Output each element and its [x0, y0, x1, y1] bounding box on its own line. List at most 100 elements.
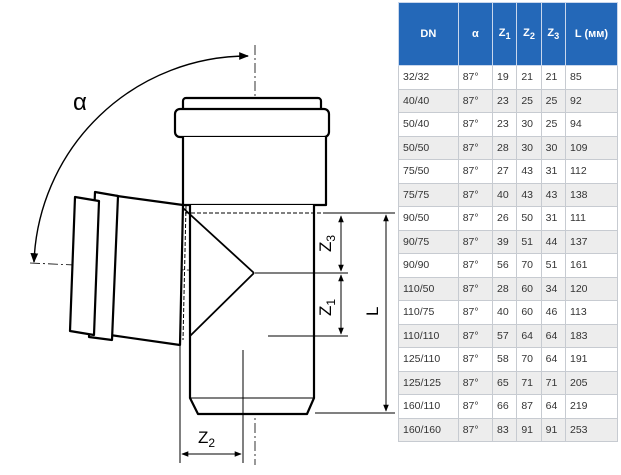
dim-l-label: L	[363, 307, 382, 316]
cell-dn: 40/40	[398, 88, 459, 113]
cell-z3: 25	[540, 112, 566, 137]
svg-text:Z3: Z3	[316, 235, 338, 252]
cell-z1: 23	[491, 88, 518, 113]
header-length: L (мм)	[564, 2, 619, 66]
cell-dn: 90/75	[398, 229, 459, 254]
top-socket	[173, 96, 331, 207]
cell-dn: 110/110	[398, 323, 459, 348]
cell-z2: 60	[516, 300, 542, 325]
cell-length: 205	[564, 370, 619, 395]
cell-z2: 30	[516, 135, 542, 160]
cell-z2: 50	[516, 206, 542, 231]
cell-z1: 40	[491, 300, 518, 325]
cell-alpha: 87°	[457, 300, 494, 325]
cell-dn: 125/110	[398, 347, 459, 372]
cell-z2: 21	[516, 65, 542, 90]
cell-alpha: 87°	[457, 394, 494, 419]
cell-length: 219	[564, 394, 619, 419]
cell-z1: 28	[491, 276, 518, 301]
angle-label: α	[73, 89, 87, 116]
cell-alpha: 87°	[457, 323, 494, 348]
cell-z2: 25	[516, 88, 542, 113]
tee-fitting-drawing: α L Z3 Z1 Z2	[29, 45, 395, 465]
cell-z3: 31	[540, 159, 566, 184]
cell-alpha: 87°	[457, 253, 494, 278]
cell-dn: 32/32	[398, 65, 459, 90]
cell-dn: 75/50	[398, 159, 459, 184]
cell-dn: 50/40	[398, 112, 459, 137]
cell-alpha: 87°	[457, 276, 494, 301]
cell-length: 85	[564, 65, 619, 90]
dim-z3-label: Z3	[316, 235, 338, 252]
cell-dn: 110/50	[398, 276, 459, 301]
cell-alpha: 87°	[457, 182, 494, 207]
cell-z1: 26	[491, 206, 518, 231]
dim-z1-label: Z1	[316, 299, 338, 316]
angle-arc	[30, 52, 249, 263]
cell-z1: 83	[491, 417, 518, 442]
cell-dn: 90/50	[398, 206, 459, 231]
cell-z3: 25	[540, 88, 566, 113]
cell-z3: 34	[540, 276, 566, 301]
cell-alpha: 87°	[457, 206, 494, 231]
dim-z2-label: Z2	[198, 428, 215, 450]
cell-z3: 21	[540, 65, 566, 90]
cell-z3: 64	[540, 323, 566, 348]
cell-z1: 40	[491, 182, 518, 207]
cell-z2: 70	[516, 347, 542, 372]
cell-z1: 65	[491, 370, 518, 395]
cell-length: 111	[564, 206, 619, 231]
cell-z3: 91	[540, 417, 566, 442]
cell-z3: 43	[540, 182, 566, 207]
cell-length: 253	[564, 417, 619, 442]
main-body	[185, 205, 323, 416]
cell-dn: 90/90	[398, 253, 459, 278]
dim-l	[315, 212, 395, 414]
table-header-row: DN α Z1 Z2 Z3 L (мм)	[398, 2, 619, 66]
cell-dn: 125/125	[398, 370, 459, 395]
cell-alpha: 87°	[457, 417, 494, 442]
cell-z1: 56	[491, 253, 518, 278]
cell-z3: 30	[540, 135, 566, 160]
cell-z1: 27	[491, 159, 518, 184]
cell-z2: 91	[516, 417, 542, 442]
cell-length: 113	[564, 300, 619, 325]
cell-z2: 87	[516, 394, 542, 419]
cell-z2: 43	[516, 182, 542, 207]
cell-z3: 46	[540, 300, 566, 325]
cell-dn: 160/110	[398, 394, 459, 419]
cell-z3: 64	[540, 347, 566, 372]
cell-z2: 30	[516, 112, 542, 137]
cell-dn: 75/75	[398, 182, 459, 207]
header-dn: DN	[398, 2, 459, 66]
cell-z2: 43	[516, 159, 542, 184]
cell-length: 191	[564, 347, 619, 372]
cell-z2: 70	[516, 253, 542, 278]
svg-text:Z1: Z1	[316, 299, 338, 316]
cell-alpha: 87°	[457, 229, 494, 254]
cell-z1: 58	[491, 347, 518, 372]
cell-dn: 50/50	[398, 135, 459, 160]
cell-length: 138	[564, 182, 619, 207]
cell-z2: 71	[516, 370, 542, 395]
cell-z1: 28	[491, 135, 518, 160]
cell-dn: 160/160	[398, 417, 459, 442]
cell-length: 92	[564, 88, 619, 113]
cell-z3: 44	[540, 229, 566, 254]
dim-z1-z3	[255, 215, 348, 337]
dim-z2	[179, 346, 244, 463]
